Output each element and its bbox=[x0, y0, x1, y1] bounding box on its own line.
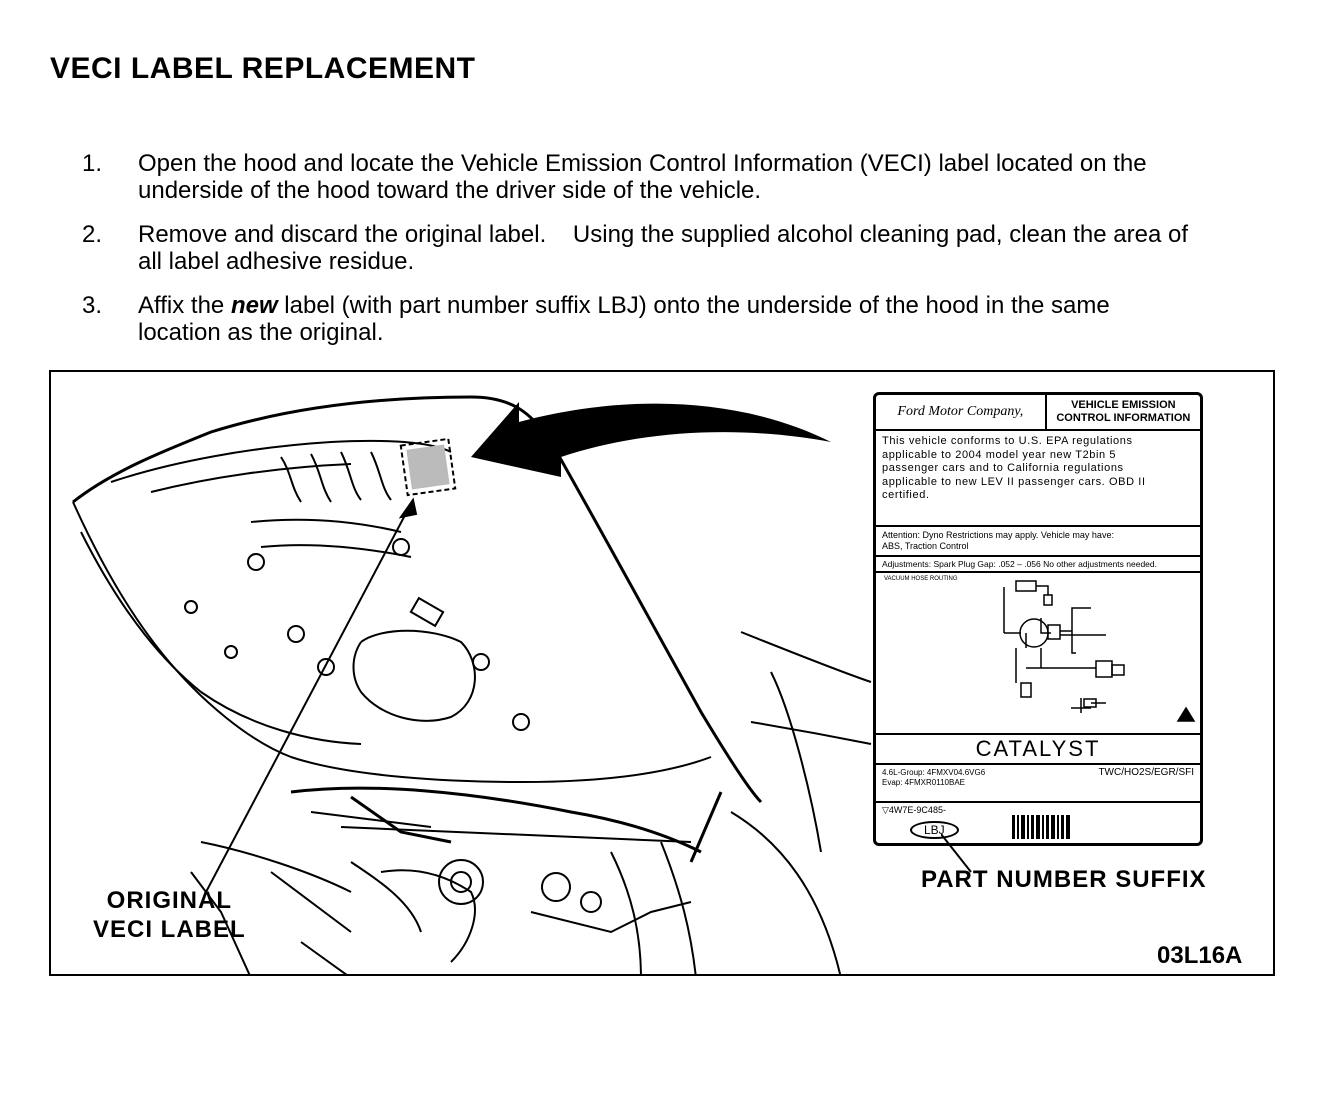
step-text-line: location as the original. bbox=[138, 319, 384, 346]
spacer bbox=[876, 507, 1200, 525]
step-text-line: Affix the new label (with part number su… bbox=[138, 292, 1282, 319]
attention-line: ABS, Traction Control bbox=[882, 540, 969, 551]
part-number-suffix: LBJ bbox=[910, 820, 959, 839]
conformity-line: This vehicle conforms to U.S. EPA regula… bbox=[882, 435, 1133, 447]
page-title: VECI LABEL REPLACEMENT bbox=[50, 52, 476, 85]
brand-logo: Ford Motor Company, bbox=[876, 395, 1047, 429]
label-title-line: CONTROL INFORMATION bbox=[1056, 412, 1191, 424]
label-title: VEHICLE EMISSION CONTROL INFORMATION bbox=[1047, 395, 1200, 429]
vacuum-hose-diagram: VACUUM HOSE ROUTING bbox=[876, 573, 1200, 735]
step-text: label (with part number suffix LBJ) onto… bbox=[277, 292, 1110, 319]
conformity-line: passenger cars and to California regulat… bbox=[882, 462, 1124, 474]
vacuum-schematic bbox=[1003, 579, 1196, 722]
step-1: 1. Open the hood and locate the Vehicle … bbox=[82, 150, 1282, 204]
engine-group-line: 4.6L-Group: 4FMXV04.6VG6 bbox=[882, 767, 986, 777]
adjustments-note: Adjustments: Spark Plug Gap: .052 – .056… bbox=[876, 554, 1200, 573]
part-number: ▽4W7E-9C485- bbox=[882, 804, 946, 815]
part-number-area: ▽4W7E-9C485- LBJ bbox=[876, 803, 1200, 853]
engine-group: 4.6L-Group: 4FMXV04.6VG6 Evap: 4FMXR0110… bbox=[876, 765, 1200, 803]
part-suffix-callout: PART NUMBER SUFFIX bbox=[921, 866, 1207, 893]
step-text-line: all label adhesive residue. bbox=[138, 248, 415, 275]
step-text: Affix the bbox=[138, 292, 231, 319]
step-3: 3. Affix the new label (with part number… bbox=[82, 292, 1282, 346]
step-text-line: Remove and discard the original label. U… bbox=[138, 221, 1188, 248]
step-emphasis: new bbox=[230, 292, 278, 319]
step-text-line: underside of the hood toward the driver … bbox=[138, 177, 762, 204]
suffix-pointer bbox=[941, 834, 972, 873]
step-2: 2. Remove and discard the original label… bbox=[82, 221, 1282, 275]
original-label-callout: ORIGINAL VECI LABEL bbox=[93, 886, 246, 944]
emission-systems: TWC/HO2S/EGR/SFI bbox=[1098, 766, 1194, 778]
conformity-statement: This vehicle conforms to U.S. EPA regula… bbox=[876, 431, 1200, 507]
hood-illustration bbox=[72, 395, 872, 974]
step-number: 3. bbox=[82, 292, 103, 319]
callout-line: VECI LABEL bbox=[93, 916, 246, 943]
attention-line: Attention: Dyno Restrictions may apply. … bbox=[882, 529, 1114, 540]
conformity-line: applicable to new LEV II passenger cars.… bbox=[882, 475, 1146, 488]
conformity-line: certified. bbox=[882, 489, 930, 501]
attention-note: Attention: Dyno Restrictions may apply. … bbox=[876, 524, 1200, 555]
evap-group-line: Evap: 4FMXR0110BAE bbox=[882, 777, 966, 787]
part-number-text: 4W7E-9C485- bbox=[888, 804, 946, 815]
vacuum-routing-heading: VACUUM HOSE ROUTING bbox=[884, 575, 958, 582]
figure-id: 03L16A bbox=[1157, 942, 1243, 969]
label-header: Ford Motor Company, VEHICLE EMISSION CON… bbox=[876, 395, 1200, 431]
label-title-line: VEHICLE EMISSION bbox=[1071, 399, 1176, 411]
barcode-icon bbox=[1012, 814, 1070, 839]
hood-figure: Ford Motor Company, VEHICLE EMISSION CON… bbox=[49, 370, 1275, 976]
conformity-line: applicable to 2004 model year new T2bin … bbox=[882, 448, 1117, 461]
step-number: 2. bbox=[82, 221, 103, 248]
step-text-line: Open the hood and locate the Vehicle Emi… bbox=[138, 150, 1147, 177]
catalyst-label: CATALYST bbox=[876, 735, 1200, 765]
step-number: 1. bbox=[82, 150, 103, 177]
callout-line: ORIGINAL bbox=[106, 887, 232, 914]
instruction-list: 1. Open the hood and locate the Vehicle … bbox=[82, 150, 1282, 363]
veci-label-enlarged: Ford Motor Company, VEHICLE EMISSION CON… bbox=[873, 392, 1203, 846]
